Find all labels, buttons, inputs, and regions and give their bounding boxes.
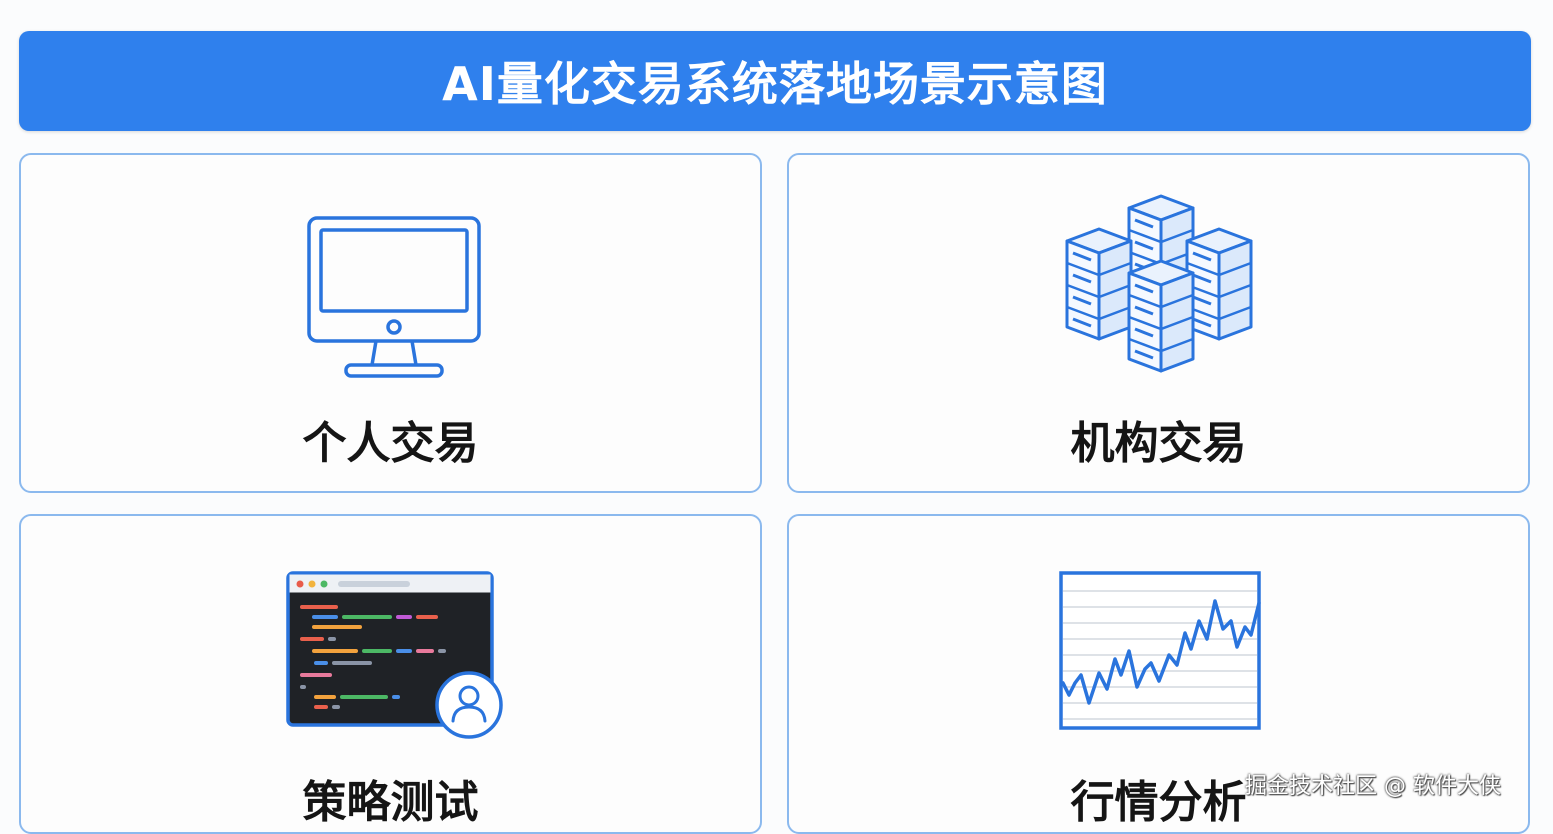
card-label: 策略测试 bbox=[302, 777, 479, 828]
card-market-analysis: 行情分析 bbox=[787, 514, 1530, 834]
card-institutional-trading: 机构交易 bbox=[787, 153, 1530, 493]
server-cluster-icon bbox=[1065, 194, 1253, 373]
card-label: 机构交易 bbox=[1070, 418, 1247, 469]
monitor-icon bbox=[307, 216, 481, 378]
title-banner: AI量化交易系统落地场景示意图 bbox=[19, 31, 1531, 131]
card-label: 行情分析 bbox=[1070, 777, 1247, 828]
code-editor-user-icon bbox=[286, 571, 503, 739]
card-label: 个人交易 bbox=[302, 418, 479, 469]
line-chart-icon bbox=[1059, 571, 1261, 730]
watermark: 掘金技术社区 @ 软件大侠 bbox=[1245, 774, 1501, 799]
page-title: AI量化交易系统落地场景示意图 bbox=[442, 57, 1108, 111]
card-strategy-testing: 策略测试 bbox=[19, 514, 762, 834]
card-personal-trading: 个人交易 bbox=[19, 153, 762, 493]
